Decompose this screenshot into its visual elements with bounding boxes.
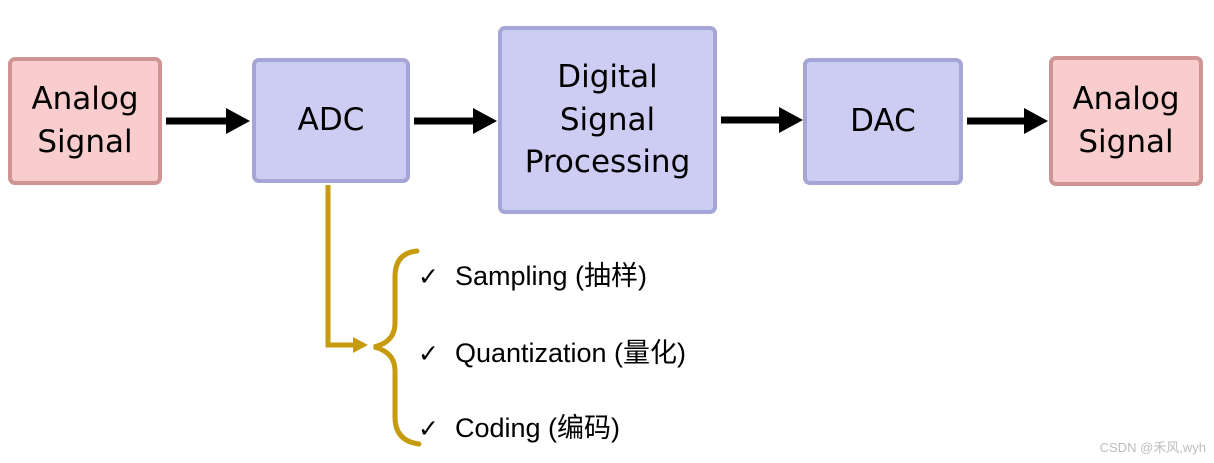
arrow-adc-to-dsp-head-icon (473, 108, 497, 134)
adc-step-quantization: ✓ Quantization (量化) (418, 331, 686, 370)
check-icon: ✓ (418, 340, 439, 368)
adc-step-sampling: ✓ Sampling (抽样) (418, 254, 647, 293)
adc-steps-connector-line (325, 185, 353, 348)
adc-steps-connector-arrowhead-icon (353, 337, 368, 353)
node-analog-signal-in: Analog Signal (8, 57, 162, 185)
check-icon: ✓ (418, 263, 439, 291)
adc-step-label: Quantization (量化) (454, 338, 687, 368)
check-icon: ✓ (418, 415, 439, 443)
adc-step-label: Sampling (抽样) (454, 261, 647, 291)
adc-step-coding: ✓ Coding (编码) (418, 406, 620, 445)
node-analog-signal-out: Analog Signal (1049, 56, 1203, 186)
arrow-dsp-to-dac-head-icon (779, 107, 803, 133)
arrow-analog-to-adc-head-icon (226, 108, 250, 134)
curly-brace-icon (373, 248, 422, 447)
node-dac: DAC (803, 58, 963, 185)
watermark: CSDN @禾风,wyh (1099, 440, 1206, 455)
arrow-dac-to-analog-head-icon (1024, 108, 1048, 134)
node-digital-signal-processing: Digital Signal Processing (498, 26, 717, 214)
adc-step-label: Coding (编码) (454, 413, 620, 443)
node-adc: ADC (252, 58, 410, 183)
